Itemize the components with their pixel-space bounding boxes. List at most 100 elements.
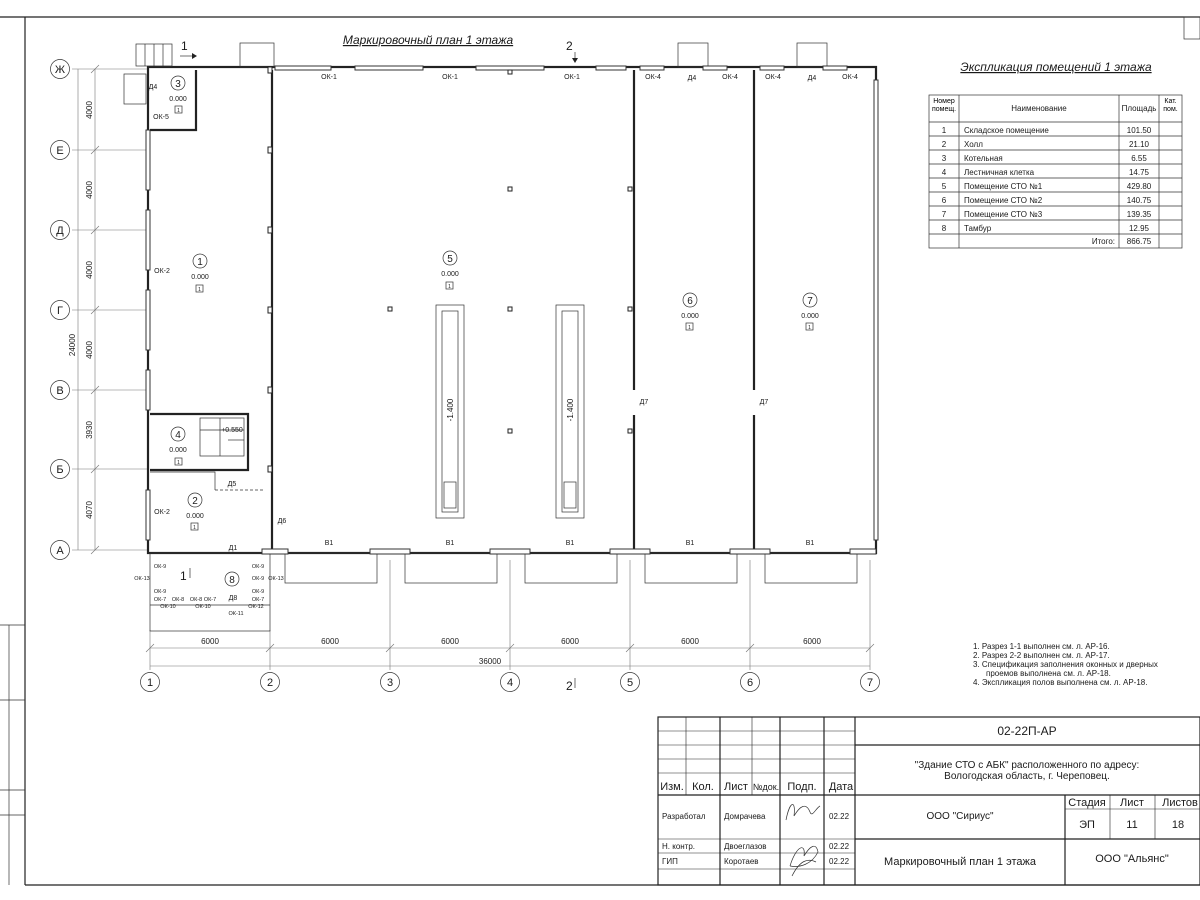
- svg-text:ОК-13: ОК-13: [134, 576, 149, 582]
- svg-text:6: 6: [747, 677, 753, 689]
- svg-text:ОК-4: ОК-4: [722, 74, 738, 81]
- svg-text:ОК-9: ОК-9: [252, 564, 264, 570]
- stage-label: Стадия: [1068, 797, 1106, 809]
- svg-text:6: 6: [687, 296, 693, 307]
- axis-marker-3: 3: [380, 672, 400, 692]
- svg-text:В1: В1: [566, 540, 575, 547]
- svg-text:4: 4: [175, 430, 181, 441]
- section-marker-2-bottom: 2: [566, 678, 576, 693]
- note-1: 1. Разрез 1-1 выполнен см. л. АР-16.: [973, 642, 1110, 651]
- role-developer: Разработал: [662, 812, 706, 821]
- room-tag-1: 1 0.000 1: [191, 253, 209, 293]
- dim-v-4: 4000: [85, 341, 94, 359]
- explication-cell-num: 7: [942, 210, 947, 219]
- hdr-podp: Подп.: [787, 781, 816, 793]
- dim-v-1: 4000: [85, 101, 94, 119]
- svg-text:ОК-4: ОК-4: [765, 74, 781, 81]
- stair-top-left: [123, 43, 173, 105]
- dim-h-1: 6000: [201, 637, 219, 646]
- project-name: "Здание СТО с АБК" расположенного по адр…: [915, 760, 1140, 771]
- svg-text:Д: Д: [56, 225, 64, 237]
- svg-text:+0.550: +0.550: [221, 427, 243, 434]
- axis-marker-1: 1: [140, 672, 160, 692]
- svg-text:0.000: 0.000: [191, 274, 209, 281]
- name-norm-control: Двоеглазов: [724, 842, 767, 851]
- svg-text:0.000: 0.000: [681, 313, 699, 320]
- explication-cell-area: 429.80: [1127, 182, 1152, 191]
- explication-cell-num: 6: [942, 196, 947, 205]
- svg-text:ОК-8: ОК-8: [190, 597, 202, 603]
- svg-text:3: 3: [387, 677, 393, 689]
- explication-cell-name: Котельная: [964, 154, 1003, 163]
- svg-text:0.000: 0.000: [169, 447, 187, 454]
- section-marker-2-top: 2: [566, 39, 578, 63]
- note-3: 3. Спецификация заполнения оконных и две…: [973, 660, 1158, 669]
- svg-text:0.000: 0.000: [801, 313, 819, 320]
- svg-text:1: 1: [180, 569, 187, 583]
- explication-cell-name: Холл: [964, 140, 983, 149]
- dim-v-2: 4000: [85, 181, 94, 199]
- sheet-value: 11: [1126, 819, 1137, 831]
- room-tag-6: 6 0.000 1: [681, 292, 699, 331]
- sheet-title: Маркировочный план 1 этажа: [884, 856, 1037, 868]
- axis-marker-7: 7: [860, 672, 880, 692]
- signature-chief: [789, 845, 819, 877]
- columns: [267, 66, 633, 473]
- corner-stamp: [1183, 16, 1200, 40]
- svg-text:4: 4: [507, 677, 513, 689]
- svg-text:2: 2: [566, 39, 573, 53]
- note-4: 4. Экспликация полов выполнена см. л. АР…: [973, 678, 1147, 687]
- svg-text:Д5: Д5: [228, 481, 237, 488]
- explication-cell-name: Помещение СТО №3: [964, 210, 1043, 219]
- dim-v-3: 4000: [85, 261, 94, 279]
- section-marker-1-top: 1: [180, 39, 197, 59]
- svg-text:1: 1: [197, 257, 203, 268]
- svg-text:ОК-7: ОК-7: [154, 597, 166, 603]
- opening-labels: ОК-1 ОК-1 ОК-1 ОК-4 ОК-4 ОК-4 ОК-4 Д4 Д4…: [134, 74, 858, 617]
- room-tag-5: 5 0.000 1: [441, 250, 459, 290]
- axis-marker-d: Д: [50, 220, 70, 240]
- col-header-cat: Кат. пом.: [1163, 98, 1178, 113]
- explication-cell-num: 4: [942, 168, 947, 177]
- svg-text:1: 1: [448, 284, 451, 290]
- svg-text:ОК-9: ОК-9: [154, 589, 166, 595]
- svg-text:В1: В1: [806, 540, 815, 547]
- horizontal-dimensions: 6000 6000 6000 6000 6000 6000 36000: [145, 637, 875, 667]
- svg-text:Б: Б: [56, 464, 63, 476]
- explication-cell-name: Помещение СТО №2: [964, 196, 1043, 205]
- svg-text:Д4: Д4: [808, 75, 817, 82]
- svg-text:1: 1: [808, 325, 811, 331]
- svg-text:3: 3: [175, 79, 181, 90]
- svg-text:В: В: [56, 385, 63, 397]
- svg-text:Д1: Д1: [229, 545, 238, 552]
- svg-text:0.000: 0.000: [441, 271, 459, 278]
- hdr-kol: Кол.: [692, 781, 714, 793]
- role-norm-control: Н. контр.: [662, 842, 695, 851]
- svg-text:ОК-4: ОК-4: [645, 74, 661, 81]
- svg-text:7: 7: [807, 296, 813, 307]
- explication-cell-num: 5: [942, 182, 947, 191]
- svg-text:ОК-10: ОК-10: [195, 604, 210, 610]
- axis-marker-e: Е: [50, 140, 70, 160]
- dim-h-4: 6000: [561, 637, 579, 646]
- dim-v-6: 4070: [85, 501, 94, 519]
- axis-marker-b: Б: [50, 459, 70, 479]
- explication-cell-area: 101.50: [1127, 126, 1152, 135]
- org-name: ООО "Альянс": [1095, 853, 1169, 865]
- svg-text:1: 1: [147, 677, 153, 689]
- total-label: Итого:: [1092, 237, 1115, 246]
- svg-text:ОК-8: ОК-8: [172, 597, 184, 603]
- explication-cell-num: 8: [942, 224, 947, 233]
- row-axis-markers: Ж Е Д Г В Б А: [50, 59, 70, 560]
- svg-text:ОК-13: ОК-13: [268, 576, 283, 582]
- notes: 1. Разрез 1-1 выполнен см. л. АР-16. 2. …: [973, 642, 1158, 687]
- svg-text:ОК-1: ОК-1: [321, 74, 337, 81]
- svg-text:-1.400: -1.400: [446, 398, 455, 421]
- axis-marker-5: 5: [620, 672, 640, 692]
- windows-left: [145, 79, 879, 541]
- date-chief: 02.22: [829, 857, 850, 866]
- svg-text:Д7: Д7: [760, 399, 769, 406]
- gates-bottom: [261, 548, 877, 584]
- roof-exits: [239, 42, 828, 68]
